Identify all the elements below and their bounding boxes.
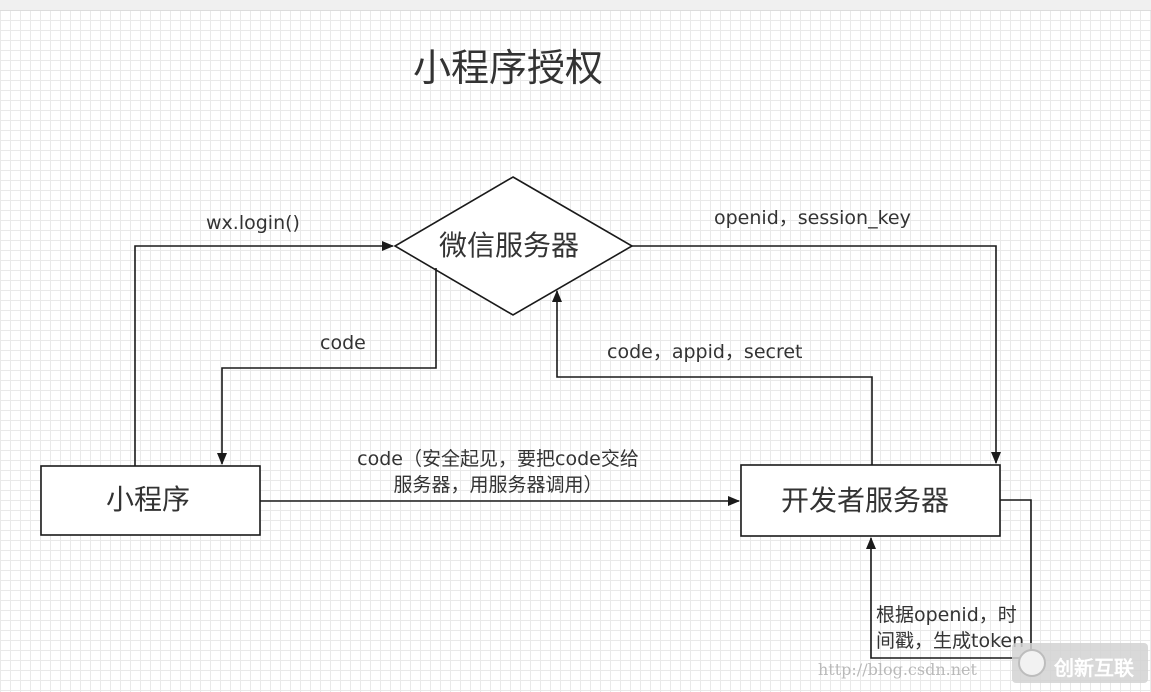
code-return-edge[interactable] <box>217 268 437 465</box>
code-return-label: code <box>320 332 366 354</box>
miniprogram-node[interactable] <box>40 465 261 536</box>
developer-server-label: 开发者服务器 <box>781 484 950 517</box>
brand-logo: 创新互联 <box>1012 643 1148 683</box>
openid-session-key-edge[interactable] <box>632 245 1001 464</box>
wechat-server-node[interactable] <box>393 176 634 316</box>
canvas-top-bar <box>0 0 1151 11</box>
wx-login-edge[interactable] <box>134 241 394 466</box>
token-label-line2: 间戳，生成token <box>876 630 1025 652</box>
code-to-developer-label-line2: 服务器，用服务器调用） <box>393 474 603 496</box>
code-appid-secret-label: code，appid，secret <box>607 341 803 363</box>
wechat-server-label: 微信服务器 <box>439 229 580 262</box>
logo-mark-icon <box>1018 649 1046 677</box>
openid-session-key-label: openid，session_key <box>714 207 911 229</box>
watermark-url: http://blog.csdn.net <box>818 660 977 679</box>
logo-text: 创新互联 <box>1054 656 1134 680</box>
code-appid-secret-edge[interactable] <box>552 290 873 465</box>
wx-login-label: wx.login() <box>206 212 300 234</box>
miniprogram-label: 小程序 <box>106 483 191 516</box>
code-to-developer-label: code（安全起见，要把code交给 服务器，用服务器调用） <box>348 446 648 498</box>
code-to-developer-label-line1: code（安全起见，要把code交给 <box>357 448 639 470</box>
developer-server-node[interactable] <box>740 464 1001 537</box>
token-label-line1: 根据openid，时 <box>876 604 1017 626</box>
diagram-title: 小程序授权 <box>413 46 604 90</box>
token-label: 根据openid，时 间戳，生成token <box>876 602 1024 654</box>
